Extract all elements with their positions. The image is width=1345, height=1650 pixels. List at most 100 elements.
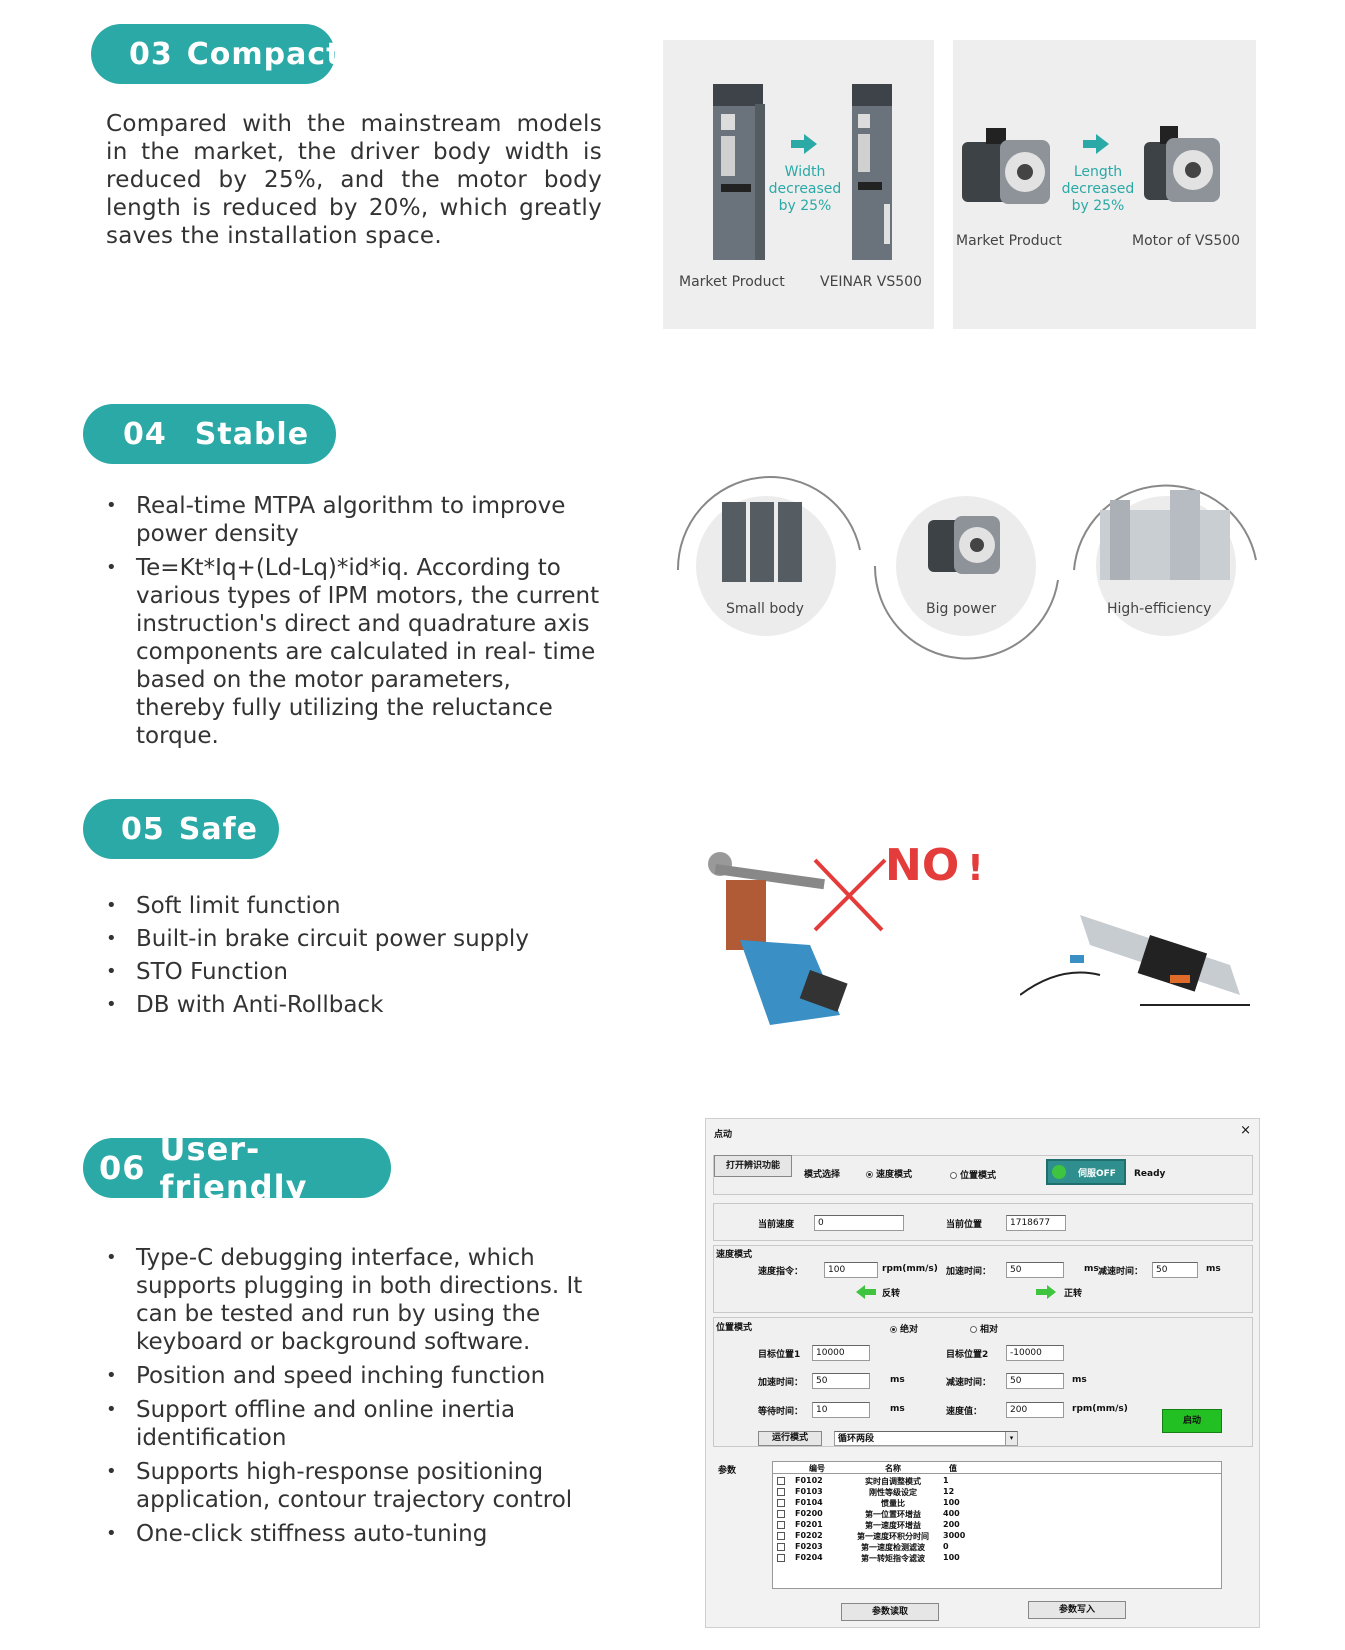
run-mode-select[interactable]: 循环两段 ▾ — [834, 1431, 1018, 1446]
dialog-title: 点动 — [714, 1130, 733, 1140]
reverse-button[interactable]: 反转 — [856, 1285, 900, 1299]
list-item: Soft limit function — [104, 892, 604, 920]
pos-accel-field[interactable]: 50 — [812, 1373, 870, 1389]
ms-unit: ms — [1084, 1264, 1099, 1274]
ms-unit: ms — [890, 1404, 905, 1414]
list-item: Support offline and online inertia ident… — [104, 1396, 604, 1452]
speed-value-field[interactable]: 200 — [1006, 1402, 1064, 1418]
motor-vs500-image — [1144, 126, 1220, 202]
speed-value-unit: rpm(mm/s) — [1072, 1404, 1128, 1414]
list-item: Type-C debugging interface, which suppor… — [104, 1244, 604, 1356]
ms-unit: ms — [1072, 1375, 1087, 1385]
length-decrease-note: Length decreased by 25% — [1061, 164, 1135, 214]
power-icon — [1052, 1165, 1066, 1179]
accel-field[interactable]: 50 — [1006, 1262, 1064, 1278]
current-values-group — [713, 1203, 1253, 1241]
start-button[interactable]: 启动 — [1162, 1409, 1222, 1433]
table-header: 编号 名称 值 — [773, 1463, 1221, 1474]
speed-command-field[interactable]: 100 — [824, 1262, 878, 1278]
decel-field[interactable]: 50 — [1152, 1262, 1198, 1278]
arrow-right-icon — [1036, 1285, 1056, 1299]
arrow-left-icon — [856, 1285, 876, 1299]
arrow-right-icon — [1083, 134, 1109, 154]
circle-caption: High-efficiency — [1107, 601, 1212, 617]
arrow-right-icon — [791, 134, 817, 154]
safe-bullet-list: Soft limit function Built-in brake circu… — [104, 892, 604, 1025]
driver-left-caption: Market Product — [679, 274, 785, 290]
speed-command-label: 速度指令： — [758, 1267, 804, 1277]
position-group-title: 位置模式 — [716, 1323, 753, 1333]
list-item: One-click stiffness auto-tuning — [104, 1520, 604, 1548]
section-number: 05 — [121, 811, 165, 847]
circle-caption: Small body — [726, 601, 804, 617]
width-decrease-note: Width decreased by 25% — [768, 164, 842, 214]
section-title: Stable — [194, 416, 310, 452]
jog-dialog: 点动 × 打开辨识功能 模式选择 速度模式 位置模式 伺服OFF Ready 当… — [705, 1118, 1260, 1628]
list-item: DB with Anti-Rollback — [104, 991, 604, 1019]
target2-label: 目标位置2 — [946, 1350, 989, 1360]
motor-comparison-panel: Length decreased by 25% Market Product M… — [953, 40, 1256, 329]
stable-bullet-list: Real-time MTPA algorithm to improve powe… — [104, 492, 604, 756]
motor-market-image — [962, 128, 1050, 204]
section-badge-user-friendly: 06 User- friendly — [83, 1130, 391, 1206]
current-position-label: 当前位置 — [946, 1220, 983, 1230]
list-item: Position and speed inching function — [104, 1362, 604, 1390]
servo-off-button[interactable]: 伺服OFF — [1046, 1159, 1126, 1185]
status-text: Ready — [1134, 1169, 1166, 1179]
pos-accel-label: 加速时间： — [758, 1378, 804, 1388]
read-params-button[interactable]: 参数读取 — [841, 1603, 939, 1621]
pos-decel-field[interactable]: 50 — [1006, 1373, 1064, 1389]
current-speed-field[interactable]: 0 — [814, 1215, 904, 1231]
mode-select-label: 模式选择 — [804, 1170, 841, 1180]
accel-label: 加速时间： — [946, 1267, 992, 1277]
target1-field[interactable]: 10000 — [812, 1345, 870, 1361]
section-title: User- friendly — [159, 1130, 308, 1206]
section-title: Safe — [178, 811, 258, 847]
relative-radio[interactable]: 相对 — [970, 1322, 998, 1335]
section-number: 04 — [123, 416, 167, 452]
speed-mode-group — [713, 1245, 1253, 1313]
ms-unit: ms — [1206, 1264, 1221, 1274]
speed-unit: rpm(mm/s) — [882, 1264, 938, 1274]
position-mode-radio[interactable]: 位置模式 — [950, 1168, 996, 1181]
target2-field[interactable]: -10000 — [1006, 1345, 1064, 1361]
wait-label: 等待时间： — [758, 1407, 804, 1417]
list-item: Real-time MTPA algorithm to improve powe… — [104, 492, 604, 548]
list-item: STO Function — [104, 958, 604, 986]
write-params-button[interactable]: 参数写入 — [1028, 1601, 1126, 1619]
section-badge-stable: 04 Stable — [83, 404, 336, 464]
forward-button[interactable]: 正转 — [1036, 1285, 1082, 1299]
chevron-down-icon[interactable]: ▾ — [1005, 1432, 1017, 1445]
motor-right-caption: Motor of VS500 — [1132, 233, 1241, 249]
speed-group-title: 速度模式 — [716, 1250, 753, 1260]
circle-caption: Big power — [926, 601, 997, 617]
ms-unit: ms — [890, 1375, 905, 1385]
cross-icon — [813, 858, 887, 932]
open-identify-button[interactable]: 打开辨识功能 — [714, 1155, 792, 1177]
current-speed-label: 当前速度 — [758, 1220, 795, 1230]
params-label: 参数 — [718, 1466, 737, 1476]
list-item: Built-in brake circuit power supply — [104, 925, 604, 953]
section-title: Compact — [186, 36, 342, 72]
section-badge-compact: 03 Compact — [91, 24, 340, 84]
pos-decel-label: 减速时间： — [946, 1378, 992, 1388]
speed-mode-radio[interactable]: 速度模式 — [866, 1167, 912, 1180]
wait-field[interactable]: 10 — [812, 1402, 870, 1418]
current-position-field[interactable]: 1718677 — [1006, 1215, 1066, 1231]
list-item: Te=Kt*Iq+(Ld-Lq)*id*iq. According to var… — [104, 554, 604, 750]
decel-label: 减速时间： — [1098, 1267, 1144, 1277]
driver-vs500-image — [852, 84, 892, 260]
linear-module-image — [1020, 915, 1250, 1006]
motor-left-caption: Market Product — [956, 233, 1062, 249]
close-icon[interactable]: × — [1240, 1123, 1251, 1138]
absolute-radio[interactable]: 绝对 — [890, 1322, 918, 1335]
